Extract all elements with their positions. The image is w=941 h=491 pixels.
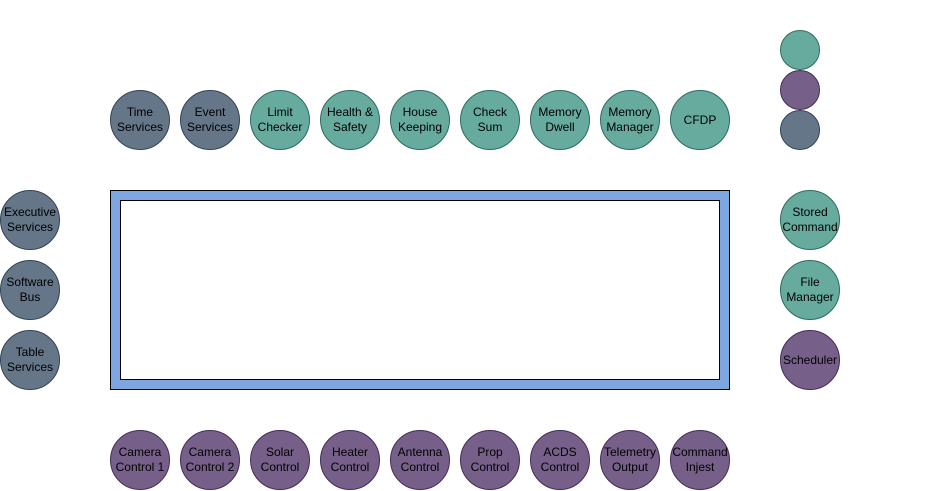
bottom-row-node: Camera Control 1 bbox=[110, 430, 170, 490]
left-column-node: Table Services bbox=[0, 330, 60, 390]
software-bus-frame bbox=[110, 190, 730, 390]
top-row-node: Time Services bbox=[110, 90, 170, 150]
bottom-row-node: Prop Control bbox=[460, 430, 520, 490]
bottom-row-node: Antenna Control bbox=[390, 430, 450, 490]
legend-circles-node bbox=[780, 110, 820, 150]
top-row-node: CFDP bbox=[670, 90, 730, 150]
bottom-row-node: Solar Control bbox=[250, 430, 310, 490]
top-row-node: Limit Checker bbox=[250, 90, 310, 150]
bottom-row-node: Telemetry Output bbox=[600, 430, 660, 490]
left-column-node: Executive Services bbox=[0, 190, 60, 250]
left-column-node: Software Bus bbox=[0, 260, 60, 320]
legend-circles-node bbox=[780, 30, 820, 70]
top-row-node: Memory Dwell bbox=[530, 90, 590, 150]
legend-circles-node bbox=[780, 70, 820, 110]
right-column-node: Stored Command bbox=[780, 190, 840, 250]
top-row-node: Memory Manager bbox=[600, 90, 660, 150]
software-bus-interior bbox=[120, 200, 720, 380]
bottom-row-node: Camera Control 2 bbox=[180, 430, 240, 490]
top-row-node: Check Sum bbox=[460, 90, 520, 150]
bottom-row-node: Command Injest bbox=[670, 430, 730, 490]
right-column-node: File Manager bbox=[780, 260, 840, 320]
bottom-row-node: ACDS Control bbox=[530, 430, 590, 490]
top-row-node: Health & Safety bbox=[320, 90, 380, 150]
bottom-row-node: Heater Control bbox=[320, 430, 380, 490]
top-row-node: Event Services bbox=[180, 90, 240, 150]
right-column-node: Scheduler bbox=[780, 330, 840, 390]
top-row-node: House Keeping bbox=[390, 90, 450, 150]
